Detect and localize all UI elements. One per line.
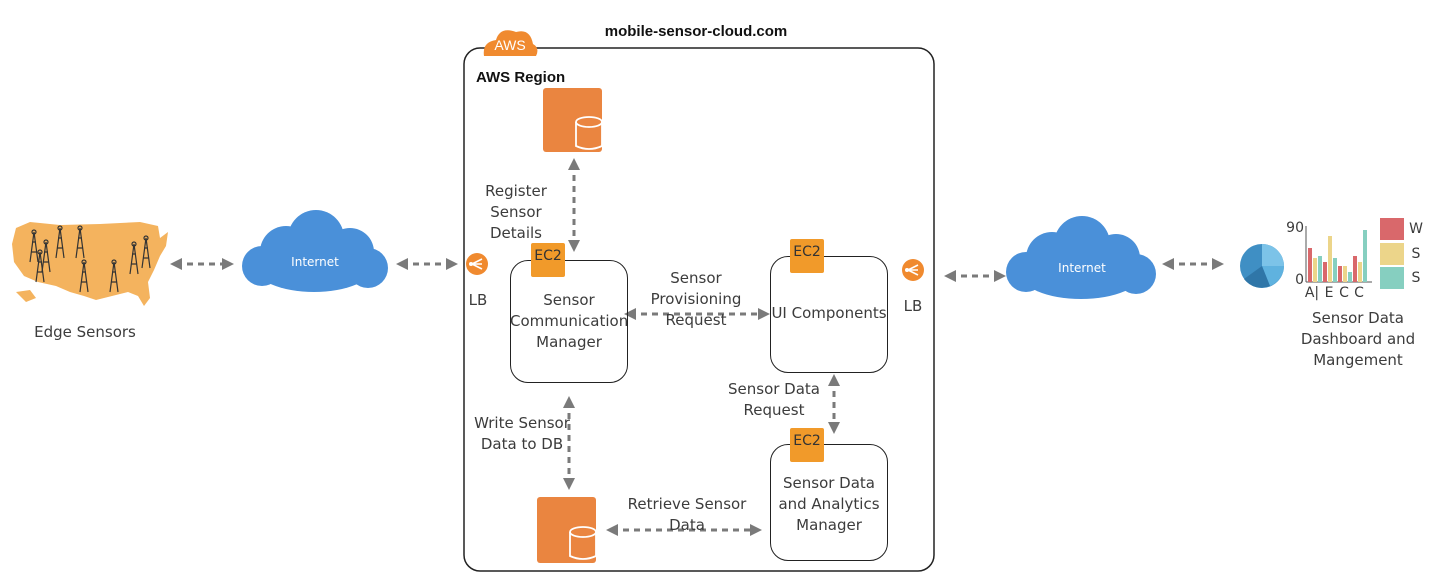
- ui-components-box: [770, 256, 888, 373]
- load-balancer-left-icon: [466, 253, 488, 275]
- retrieve-sensor-data-label: Retrieve Sensor Data: [627, 495, 747, 534]
- chart-bar: [1348, 272, 1352, 282]
- chart-bar: [1353, 256, 1357, 282]
- legend-swatch-2: [1380, 243, 1404, 265]
- chart-bar: [1358, 262, 1362, 282]
- dashboard-pie-icon: [1240, 244, 1284, 288]
- aws-region-box: [463, 47, 935, 572]
- legend-swatch-1: [1380, 218, 1404, 240]
- chart-y-min-label: 0: [1295, 272, 1304, 288]
- dashboard-bar-chart: [1305, 226, 1372, 283]
- chart-bar: [1313, 258, 1317, 282]
- chart-bar: [1363, 230, 1367, 282]
- legend-swatch-3: [1380, 267, 1404, 289]
- dashed-arrows: [170, 158, 1224, 536]
- chart-bar: [1328, 236, 1332, 282]
- internet-cloud-right-icon: [1006, 216, 1156, 299]
- chart-bar: [1308, 248, 1312, 282]
- aws-cloud-icon: [483, 30, 538, 56]
- analytics-manager-label: Sensor Data and Analytics Manager: [778, 474, 880, 534]
- database-bottom-icon: [537, 497, 597, 563]
- chart-y-max-label: 90: [1286, 220, 1304, 236]
- sensor-data-request-label: Sensor Data Request: [728, 380, 820, 419]
- chart-x-tick-1: A|: [1304, 285, 1320, 301]
- dashboard-label: Sensor Data Dashboard and Mangement: [1300, 309, 1416, 369]
- sensor-provisioning-request-label: Sensor Provisioning Request: [650, 269, 742, 329]
- chart-bar: [1318, 256, 1322, 282]
- database-top-icon: [543, 88, 603, 152]
- analytics-manager-box: [770, 444, 888, 561]
- legend-label-1: W: [1409, 221, 1423, 237]
- ec2-icon: EC2: [790, 239, 824, 273]
- chart-x-tick-2: E: [1324, 285, 1334, 301]
- write-sensor-data-label: Write Sensor Data to DB: [474, 414, 570, 453]
- lb-left-label: LB: [468, 291, 488, 309]
- us-map-icon: [12, 222, 168, 306]
- internet-cloud-left-icon: [242, 210, 388, 292]
- sensor-communication-manager-box: [510, 260, 628, 383]
- chart-bar: [1323, 262, 1327, 282]
- chart-bar: [1338, 266, 1342, 282]
- ec2-icon: EC2: [531, 243, 565, 277]
- edge-sensors-label: Edge Sensors: [34, 323, 136, 341]
- ec2-icon: EC2: [790, 428, 824, 462]
- chart-bar: [1333, 258, 1337, 282]
- sensor-communication-manager-label: Sensor Communication Manager: [510, 291, 629, 351]
- ui-components-label: UI Components: [771, 304, 887, 322]
- lb-right-label: LB: [903, 297, 923, 315]
- chart-x-tick-4: C: [1354, 285, 1364, 301]
- chart-bar: [1343, 266, 1347, 282]
- aws-region-label: AWS Region: [476, 69, 566, 86]
- diagram-title: mobile-sensor-cloud.com: [604, 23, 788, 40]
- legend-label-2: S: [1411, 246, 1421, 262]
- register-sensor-details-label: Register Sensor Details: [485, 182, 547, 242]
- chart-x-tick-3: C: [1339, 285, 1349, 301]
- internet-left-label: Internet: [291, 255, 339, 269]
- legend-label-3: S: [1411, 270, 1421, 286]
- aws-badge-label: AWS: [494, 37, 526, 53]
- internet-right-label: Internet: [1058, 261, 1106, 275]
- load-balancer-right-icon: [902, 259, 924, 281]
- sensor-tower-icons: [29, 225, 151, 293]
